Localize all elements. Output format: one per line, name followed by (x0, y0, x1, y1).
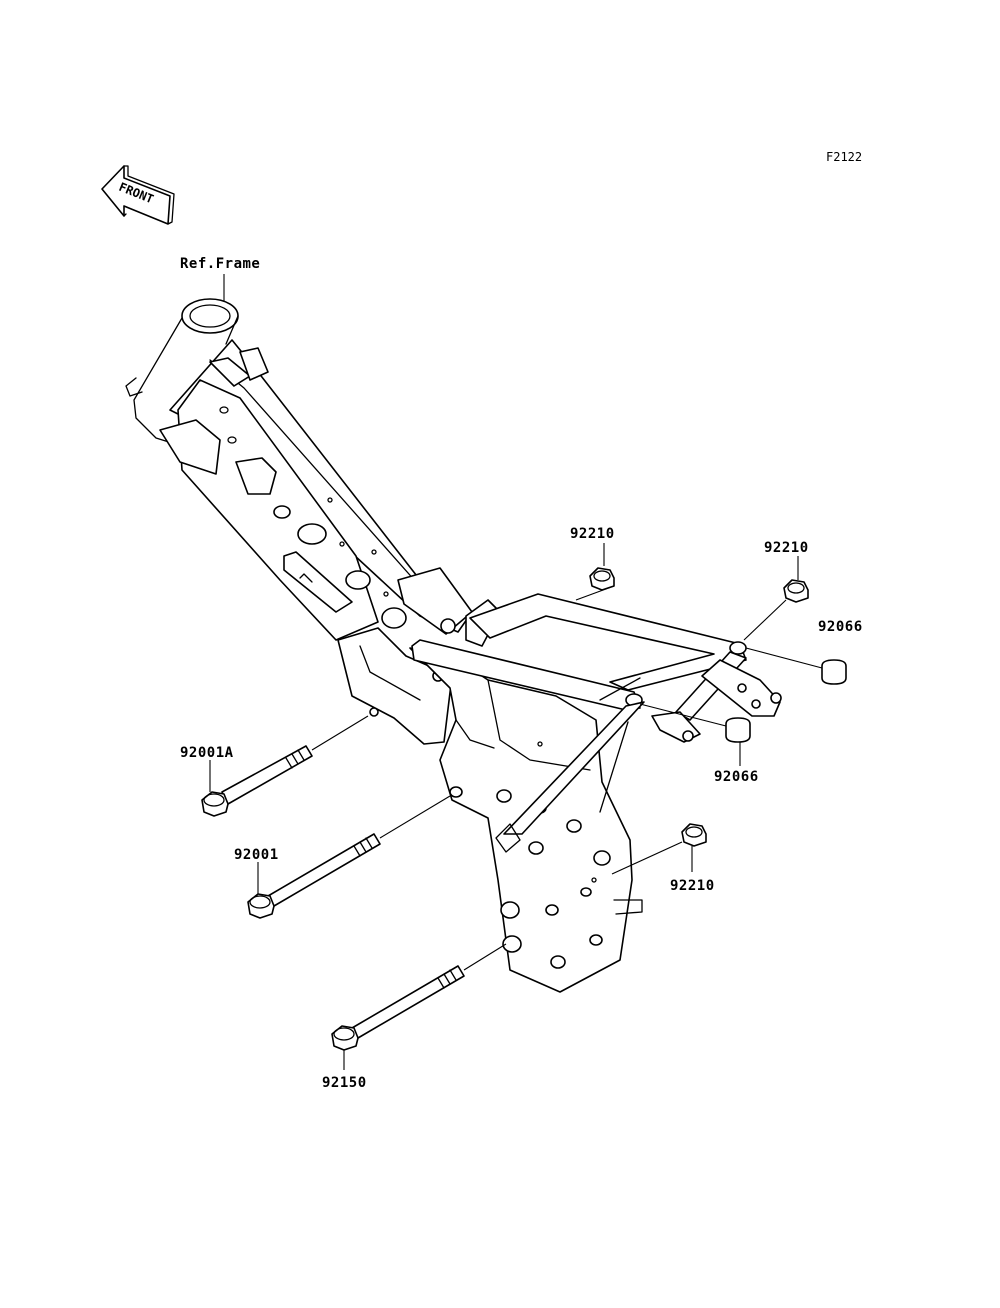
diagram-id: F2122 (826, 150, 862, 164)
label-92210-right: 92210 (764, 540, 809, 556)
nut-92210-right (783, 579, 809, 603)
ref-frame-label: Ref.Frame (180, 256, 260, 272)
front-arrow-icon (101, 165, 175, 225)
collar-92066-right (821, 659, 847, 685)
label-92066-right: 92066 (818, 619, 863, 635)
frame-drawing (125, 298, 782, 993)
label-92210-lower: 92210 (670, 878, 715, 894)
bolt-92001 (247, 833, 381, 919)
label-92066-lower: 92066 (714, 769, 759, 785)
label-92001: 92001 (234, 847, 279, 863)
bolt-92001a (201, 745, 313, 817)
nut-92210-lower (681, 823, 707, 847)
label-92150: 92150 (322, 1075, 367, 1091)
nut-92210-top (589, 567, 615, 591)
label-92210-top: 92210 (570, 526, 615, 542)
collar-92066-lower (725, 717, 751, 743)
bolt-92150 (331, 965, 465, 1051)
label-92001a: 92001A (180, 745, 234, 761)
